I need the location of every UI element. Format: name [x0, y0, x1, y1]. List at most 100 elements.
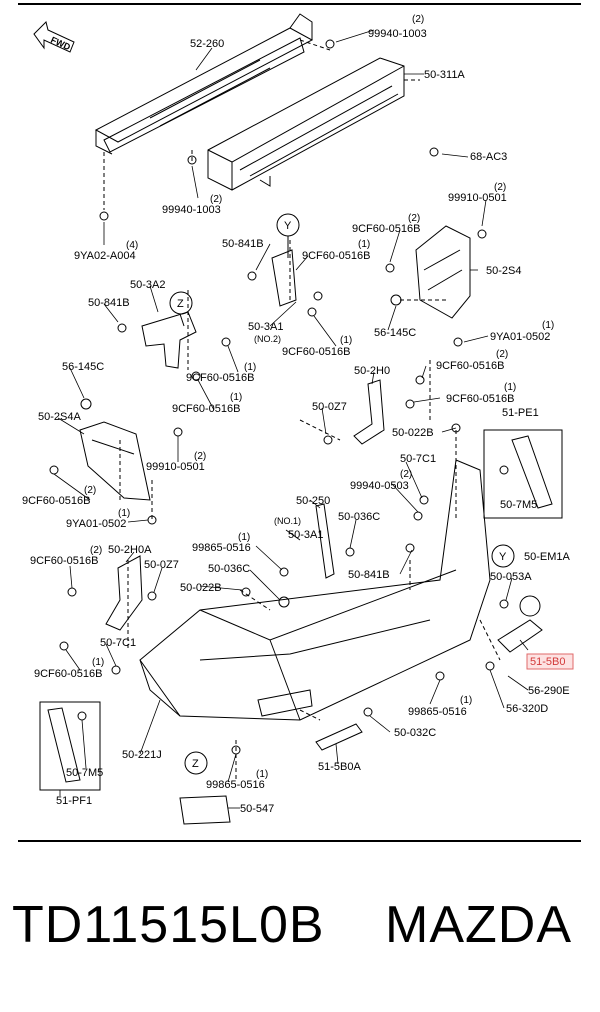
- callout-code: 9CF60-0516B: [302, 250, 371, 262]
- callout-qty: (1): [92, 657, 104, 668]
- callout-qty: (1): [460, 695, 472, 706]
- callout-code: 50-036C: [338, 511, 380, 523]
- callout-code: 9YA01-0502: [490, 331, 550, 343]
- energy-absorber: [207, 57, 405, 191]
- callout-qty: (NO.2): [254, 334, 281, 344]
- callout-qty: (NO.1): [274, 516, 301, 526]
- callout-qty: (2): [90, 545, 102, 556]
- footer: TD11515L0B MAZDA: [0, 895, 600, 975]
- side-bracket-left: [79, 421, 151, 501]
- callout-code: 50-250: [296, 495, 330, 507]
- callout-code: 99910-0501: [448, 192, 507, 204]
- fwd-label: FWD: [49, 35, 72, 53]
- callout-code: 50-2S4: [486, 265, 521, 277]
- callout-code: 50-036C: [208, 563, 250, 575]
- callout-code: 50-221J: [122, 749, 162, 761]
- view-marker-y2: Y: [499, 551, 507, 563]
- callout-code: 50-7C1: [400, 453, 436, 465]
- callout-code: 50-841B: [348, 569, 390, 581]
- callout-qty: (2): [194, 451, 206, 462]
- callout-code: 50-053A: [490, 571, 532, 583]
- callout-code: 50-841B: [222, 238, 264, 250]
- callout-code: 50-547: [240, 803, 274, 815]
- callout-qty: (2): [400, 469, 412, 480]
- callout: 52-260: [190, 38, 224, 50]
- callout-qty: (2): [84, 485, 96, 496]
- view-marker-z2: Z: [192, 758, 199, 770]
- callout-code: 9YA01-0502: [66, 518, 126, 530]
- callout-code: 50-7M5: [66, 767, 103, 779]
- callout-qty: (1): [256, 769, 268, 780]
- part-number: TD11515L0B: [12, 896, 325, 954]
- top-rule: [18, 3, 581, 5]
- callout-code: 50-311A: [424, 69, 465, 81]
- callout-code: 50-0Z7: [312, 401, 347, 413]
- callout-qty: (2): [496, 349, 508, 360]
- callout-qty: (1): [118, 508, 130, 519]
- callout-code: 50-7C1: [100, 637, 136, 649]
- callout-qty: (1): [358, 239, 370, 250]
- callout-code: 99910-0501: [146, 461, 205, 473]
- callout-code: 99865-0516: [408, 706, 467, 718]
- callout-qty: (2): [408, 213, 420, 224]
- callout-code: 50-841B: [88, 297, 130, 309]
- callout-qty: (1): [340, 335, 352, 346]
- callout-code: 9YA02-A004: [74, 250, 136, 262]
- callout-code: 9CF60-0516B: [446, 393, 515, 405]
- brand-name: MAZDA: [385, 896, 572, 954]
- callout-qty: (1): [504, 382, 516, 393]
- callout-qty: (4): [126, 240, 138, 251]
- callout-qty: (2): [210, 194, 222, 205]
- callout-code: 99865-0516: [192, 542, 251, 554]
- callout-qty: (1): [244, 362, 256, 373]
- callout-code: 68-AC3: [470, 151, 507, 163]
- callout-qty: (1): [230, 392, 242, 403]
- view-marker-z1: Z: [177, 298, 184, 310]
- callout-code: 50-022B: [180, 582, 222, 594]
- highlighted-callout: 51-5B0: [526, 653, 574, 670]
- bracket-2h0a: [105, 555, 143, 631]
- callout-qty: (1): [238, 532, 250, 543]
- callout-code: 9CF60-0516B: [436, 360, 505, 372]
- callout-code: 9CF60-0516B: [186, 372, 255, 384]
- callout-code: 99940-1003: [162, 204, 221, 216]
- bracket-3a1-no2: [271, 249, 297, 307]
- bottom-rule: [18, 840, 581, 842]
- callout-qty: (2): [412, 14, 424, 25]
- callout-code: 56-145C: [374, 327, 416, 339]
- callout-code: 9CF60-0516B: [282, 346, 351, 358]
- bracket-3a2: [141, 311, 197, 369]
- callout-code: 9CF60-0516B: [30, 555, 99, 567]
- callout-code: 56-145C: [62, 361, 104, 373]
- callout-code: 9CF60-0516B: [352, 223, 421, 235]
- bracket-2h0: [353, 379, 385, 445]
- parts-diagram: FWD Y Z Y Z 52-260 (2) 99940-1003 50-311…: [22, 13, 574, 825]
- callout-code: 99940-1003: [368, 28, 427, 40]
- callout-code: 50-7M5: [500, 499, 537, 511]
- callout-code: 51-PE1: [502, 407, 539, 419]
- callout-code: 99940-0503: [350, 480, 409, 492]
- callout-code: 50-2H0A: [108, 544, 152, 556]
- callout-code: 52-260: [190, 38, 224, 50]
- callout-code: 9CF60-0516B: [172, 403, 241, 415]
- callout-qty: (2): [494, 182, 506, 193]
- view-marker-y1: Y: [284, 220, 292, 232]
- side-bracket-right: [415, 225, 471, 319]
- callout-code: 56-290E: [528, 685, 570, 697]
- callout-code: 50-2S4A: [38, 411, 81, 423]
- callout-code: 50-0Z7: [144, 559, 179, 571]
- reinforcement-beam: [94, 13, 314, 155]
- callout-code: 9CF60-0516B: [22, 495, 91, 507]
- callout-code: 50-3A1: [288, 529, 323, 541]
- callout-code: 99865-0516: [206, 779, 265, 791]
- callout-code: 50-022B: [392, 427, 434, 439]
- callout-code: 51-5B0A: [318, 761, 361, 773]
- callout-code: 50-032C: [394, 727, 436, 739]
- bumper-cover: [139, 459, 491, 721]
- fwd-arrow-icon: [33, 21, 75, 53]
- fastener-icon: [49, 39, 509, 755]
- callout-code: 50-2H0: [354, 365, 390, 377]
- callout-code: 50-3A1: [248, 321, 283, 333]
- callout-code: 56-320D: [506, 703, 548, 715]
- callout-code: 51-PF1: [56, 795, 92, 807]
